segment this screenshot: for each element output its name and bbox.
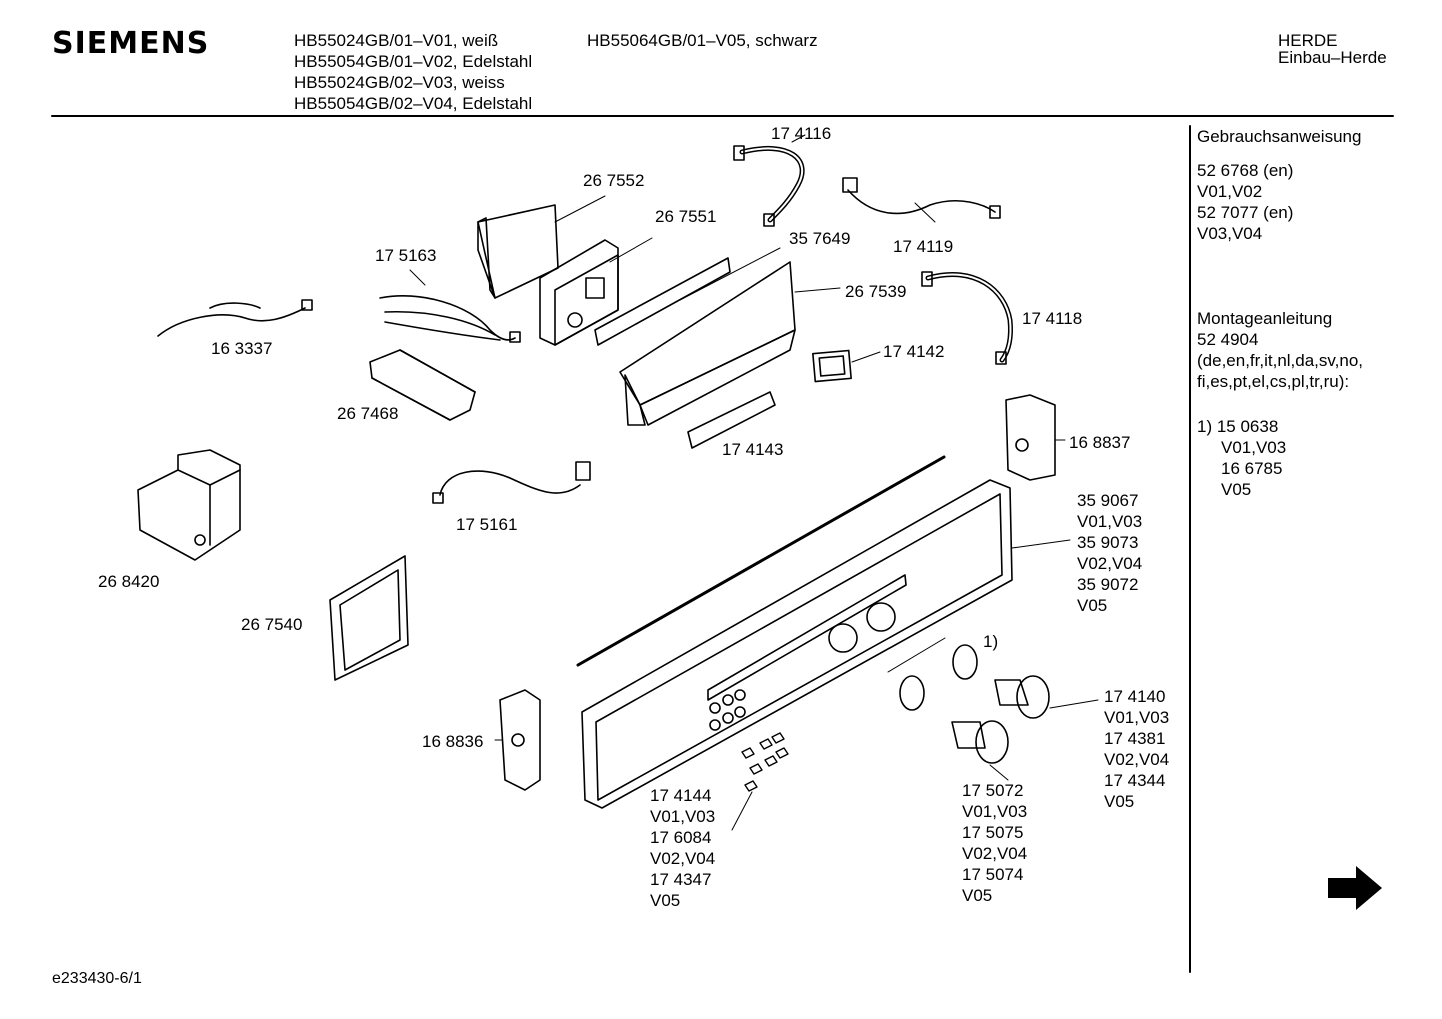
subcategory: Einbau–Herde xyxy=(1278,48,1387,67)
manual-line: V03,V04 xyxy=(1197,224,1263,243)
screw-callout: 17 4144 V01,V03 17 6084 V02,V04 17 4347 … xyxy=(650,785,715,911)
part-label: 35 7649 xyxy=(789,229,851,248)
part-label: 17 4344 xyxy=(1104,771,1166,790)
part-label: 26 7468 xyxy=(337,404,399,423)
model-line: HB55024GB/01–V01, weiß xyxy=(294,31,499,50)
knob2-callout: 17 5072 V01,V03 17 5075 V02,V04 17 5074 … xyxy=(962,780,1027,906)
part-label: V05 xyxy=(1077,596,1108,615)
part-label: 16 3337 xyxy=(211,339,273,358)
part-label: V01,V03 xyxy=(962,802,1028,821)
part-label: 35 9067 xyxy=(1077,491,1139,510)
part-label: 26 7540 xyxy=(241,615,303,634)
note-line: 1) 15 0638 xyxy=(1197,417,1279,436)
part-label: 17 4143 xyxy=(722,440,784,459)
part-label: 17 5072 xyxy=(962,781,1024,800)
document-id: e233430-6/1 xyxy=(52,970,142,987)
model-line: HB55024GB/02–V03, weiss xyxy=(294,73,505,92)
manual-line: 52 7077 (en) xyxy=(1197,203,1294,222)
note-line: V01,V03 xyxy=(1221,438,1287,457)
assembly-title: Montageanleitung xyxy=(1197,309,1333,328)
part-label: V02,V04 xyxy=(1104,750,1170,769)
part-label: 26 7551 xyxy=(655,207,717,226)
part-label: 26 7552 xyxy=(583,171,645,190)
part-label: V05 xyxy=(1104,792,1135,811)
part-label: V05 xyxy=(962,886,993,905)
part-label: V02,V04 xyxy=(650,849,716,868)
part-label: V01,V03 xyxy=(650,807,716,826)
manual-title: Gebrauchsanweisung xyxy=(1197,127,1362,146)
manual-line: 52 6768 (en) xyxy=(1197,161,1294,180)
part-label: 17 4144 xyxy=(650,786,712,805)
part-label: 17 4119 xyxy=(893,237,954,256)
assembly-line: (de,en,fr,it,nl,da,sv,no, xyxy=(1197,351,1363,370)
part-label: 17 4347 xyxy=(650,870,712,889)
part-label: 17 5163 xyxy=(375,246,437,265)
model-line: HB55054GB/01–V02, Edelstahl xyxy=(294,52,533,71)
model-line: HB55064GB/01–V05, schwarz xyxy=(587,31,818,50)
part-label: V02,V04 xyxy=(962,844,1028,863)
part-label: 35 9072 xyxy=(1077,575,1139,594)
part-label: V01,V03 xyxy=(1104,708,1170,727)
knob-callout: 17 4140 V01,V03 17 4381 V02,V04 17 4344 … xyxy=(1104,686,1169,812)
part-label: V02,V04 xyxy=(1077,554,1143,573)
manual-line: V01,V02 xyxy=(1197,182,1263,201)
part-label: 17 6084 xyxy=(650,828,712,847)
arrow-right-icon[interactable] xyxy=(1328,866,1382,910)
part-label: 17 5075 xyxy=(962,823,1024,842)
part-label: 17 4142 xyxy=(883,342,945,361)
part-label: 26 7539 xyxy=(845,282,907,301)
category-block: HERDE Einbau–Herde xyxy=(1278,30,1387,68)
part-label: 17 4116 xyxy=(771,124,832,143)
part-label: 17 4140 xyxy=(1104,687,1166,706)
part-label: 16 8837 xyxy=(1069,433,1131,452)
panel-callout: 35 9067 V01,V03 35 9073 V02,V04 35 9072 … xyxy=(1077,490,1142,616)
sidebar-assembly: Montageanleitung 52 4904 (de,en,fr,it,nl… xyxy=(1197,308,1363,392)
note-line: V05 xyxy=(1221,480,1252,499)
note-marker: 1) xyxy=(983,632,999,651)
sidebar-manual: Gebrauchsanweisung 52 6768 (en) V01,V02 … xyxy=(1197,126,1361,244)
model-list-primary: HB55024GB/01–V01, weiß HB55054GB/01–V02,… xyxy=(294,30,532,114)
part-label: 17 5161 xyxy=(456,515,518,534)
brand-logo: SIEMENS xyxy=(52,26,210,61)
part-label: 17 5074 xyxy=(962,865,1024,884)
part-label: 16 8836 xyxy=(422,732,484,751)
sidebar-note: 1) 15 0638 V01,V03 16 6785 V05 xyxy=(1197,416,1286,500)
category: HERDE xyxy=(1278,31,1338,50)
note-line: 16 6785 xyxy=(1221,459,1283,478)
part-label: 17 4381 xyxy=(1104,729,1166,748)
part-label: V05 xyxy=(650,891,681,910)
part-label: V01,V03 xyxy=(1077,512,1143,531)
model-line: HB55054GB/02–V04, Edelstahl xyxy=(294,94,533,113)
part-label: 17 4118 xyxy=(1022,309,1083,328)
part-label: 35 9073 xyxy=(1077,533,1139,552)
assembly-line: fi,es,pt,el,cs,pl,tr,ru): xyxy=(1197,372,1350,391)
assembly-line: 52 4904 xyxy=(1197,330,1259,349)
model-list-secondary: HB55064GB/01–V05, schwarz xyxy=(587,30,818,51)
part-label: 26 8420 xyxy=(98,572,160,591)
